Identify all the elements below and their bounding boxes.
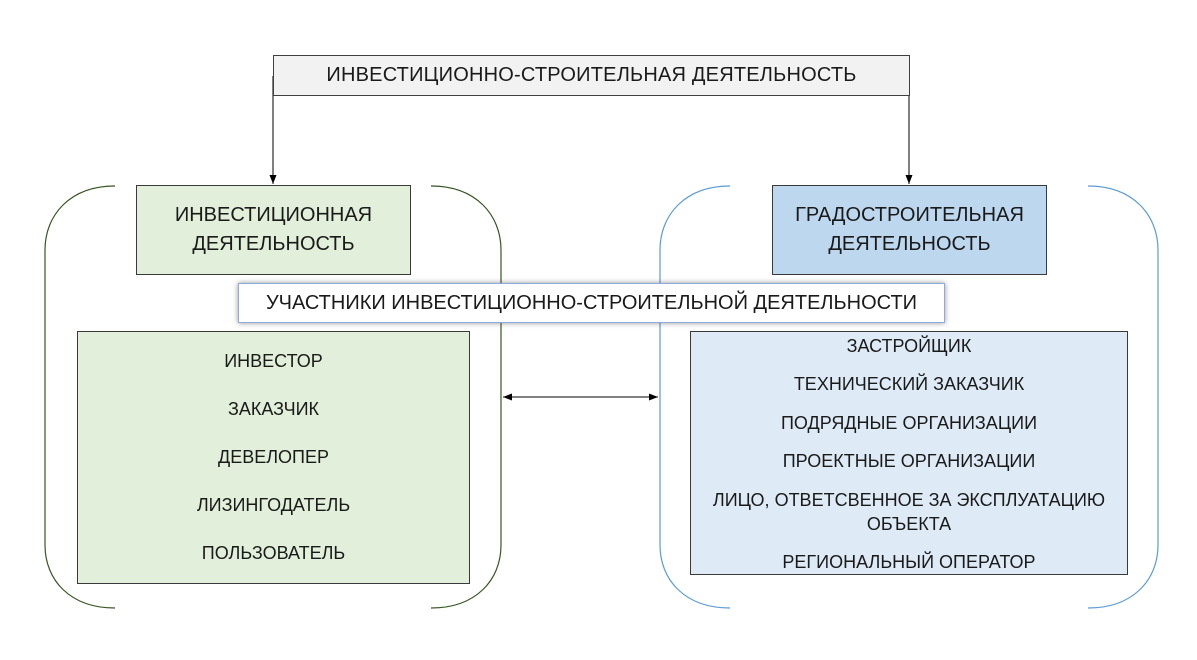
investment-title-line1: ИНВЕСТИЦИОННАЯ: [174, 204, 373, 226]
top-title-box: ИНВЕСТИЦИОННО-СТРОИТЕЛЬНАЯ ДЕЯТЕЛЬНОСТЬ: [273, 55, 910, 96]
investment-participants-list: ИНВЕСТОР ЗАКАЗЧИК ДЕВЕЛОПЕР ЛИЗИНГОДАТЕЛ…: [77, 331, 470, 584]
list-item-design-organizations: ПРОЕКТНЫЕ ОРГАНИЗАЦИИ: [782, 451, 1036, 472]
list-item-operation-person: ЛИЦО, ОТВЕТСВЕННОЕ ЗА ЭКСПЛУАТАЦИЮ ОБЪЕК…: [712, 489, 1106, 534]
investment-title-line2: ДЕЯТЕЛЬНОСТЬ: [192, 233, 355, 255]
list-item-lessor: ЛИЗИНГОДАТЕЛЬ: [196, 494, 351, 515]
urban-participants-list: ЗАСТРОЙЩИК ТЕХНИЧЕСКИЙ ЗАКАЗЧИК ПОДРЯДНЫ…: [690, 331, 1128, 575]
investment-activity-box: ИНВЕСТИЦИОННАЯ ДЕЯТЕЛЬНОСТЬ: [136, 185, 411, 275]
right-group-bracket: [659, 185, 731, 609]
list-item-user: ПОЛЬЗОВАТЕЛЬ: [201, 542, 346, 563]
list-item-technical-customer: ТЕХНИЧЕСКИЙ ЗАКАЗЧИК: [793, 374, 1025, 395]
urban-title-line2: ДЕЯТЕЛЬНОСТЬ: [828, 233, 991, 255]
list-item-contractors: ПОДРЯДНЫЕ ОРГАНИЗАЦИИ: [780, 412, 1038, 433]
urban-title-line1: ГРАДОСТРОИТЕЛЬНАЯ: [795, 204, 1024, 226]
list-item-developer: ДЕВЕЛОПЕР: [218, 446, 329, 467]
top-title: ИНВЕСТИЦИОННО-СТРОИТЕЛЬНАЯ ДЕЯТЕЛЬНОСТЬ: [326, 64, 857, 86]
list-item-customer: ЗАКАЗЧИК: [227, 399, 320, 420]
urban-activity-box: ГРАДОСТРОИТЕЛЬНАЯ ДЕЯТЕЛЬНОСТЬ: [772, 185, 1047, 275]
list-item-builder: ЗАСТРОЙЩИК: [846, 336, 972, 356]
participants-title-box: УЧАСТНИКИ ИНВЕСТИЦИОННО-СТРОИТЕЛЬНОЙ ДЕЯ…: [238, 283, 945, 323]
left-group-bracket-close: [430, 185, 502, 609]
list-item-regional-operator: РЕГИОНАЛЬНЫЙ ОПЕРАТОР: [782, 551, 1036, 572]
right-group-bracket-close: [1087, 185, 1159, 609]
list-item-investor: ИНВЕСТОР: [224, 351, 323, 372]
left-group-bracket: [44, 185, 116, 609]
participants-title: УЧАСТНИКИ ИНВЕСТИЦИОННО-СТРОИТЕЛЬНОЙ ДЕЯ…: [265, 291, 918, 314]
